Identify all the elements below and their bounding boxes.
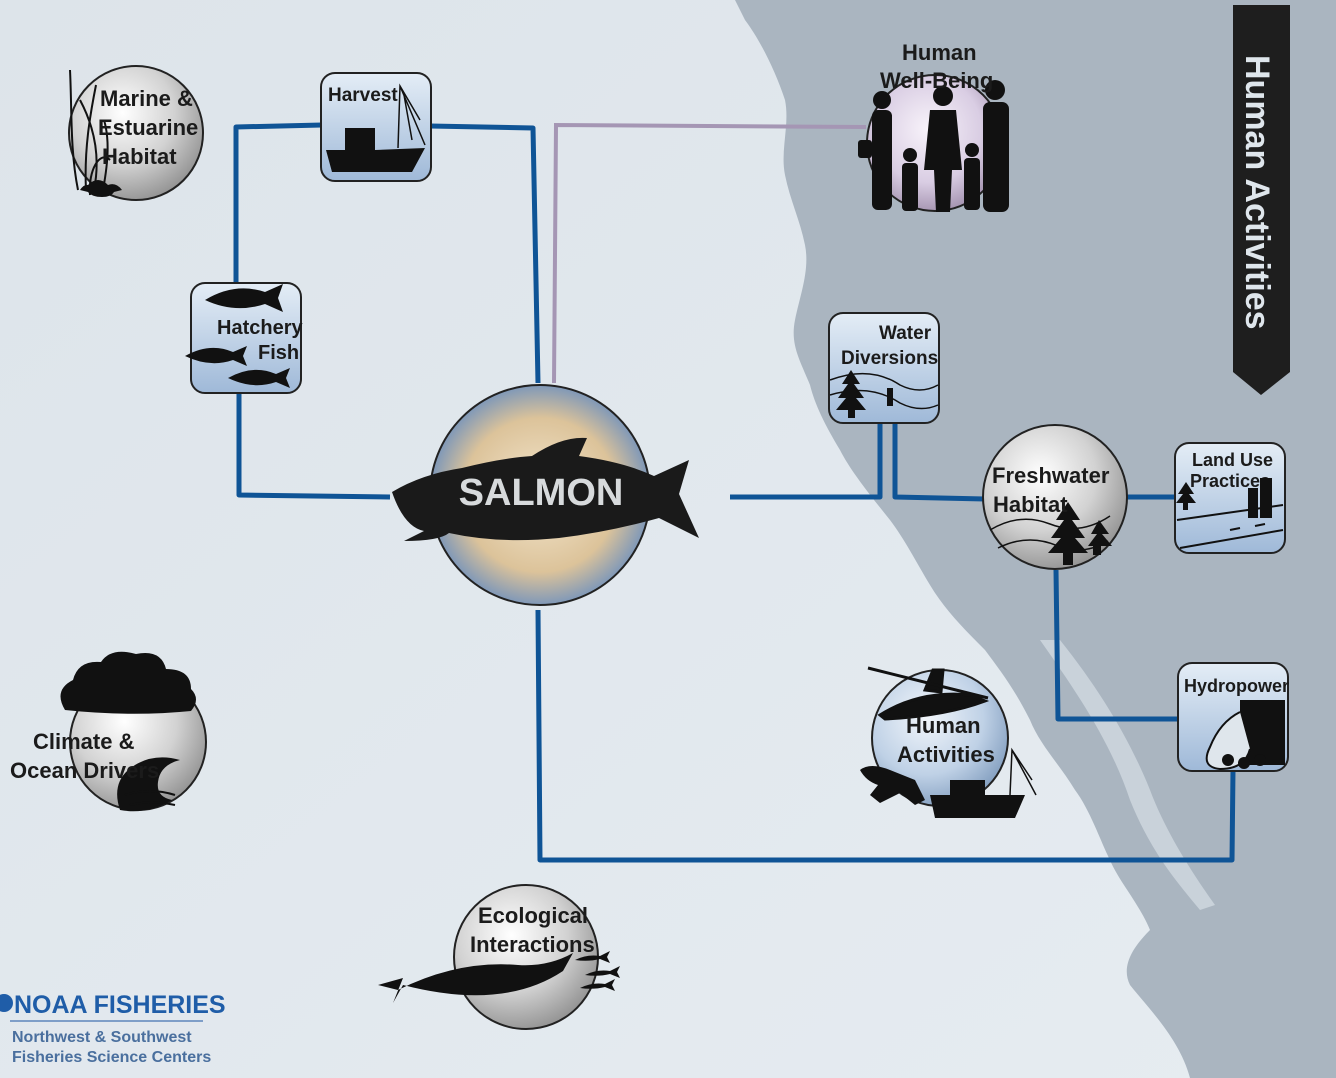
fish-icon xyxy=(205,284,283,312)
small-fish-icon xyxy=(585,966,620,978)
link-freshwater-hydropower xyxy=(1053,569,1178,722)
freshwater-label-2: Habitat xyxy=(993,492,1068,517)
fishing-boat-icon xyxy=(930,747,1037,818)
kayaker-icon xyxy=(867,666,990,721)
node-human-well-being[interactable]: Human Well-Being xyxy=(858,40,1009,212)
crab-icon xyxy=(80,180,122,197)
wave-icon xyxy=(117,757,180,812)
wellbeing-label-1: Human xyxy=(902,40,977,65)
diver-icon xyxy=(860,766,925,805)
node-human-activities[interactable]: Human Activities xyxy=(860,666,1037,818)
node-hatchery-fish[interactable]: Hatchery Fish xyxy=(185,282,303,394)
buildings-icon xyxy=(1260,478,1272,518)
landuse-label-2: Practices xyxy=(1190,471,1270,491)
link-water-freshwater xyxy=(892,422,986,502)
humanact-label-2: Activities xyxy=(897,742,995,767)
marine-label-3: Habitat xyxy=(102,144,177,169)
link-hatchery-salmon xyxy=(236,393,391,500)
side-banner-label: Human Activities xyxy=(1238,55,1276,330)
buildings-icon xyxy=(1248,488,1258,518)
logo-name: NOAA FISHERIES xyxy=(14,991,226,1019)
logo-line-1: Northwest & Southwest xyxy=(12,1029,192,1046)
node-salmon[interactable]: SALMON xyxy=(392,384,699,606)
predator-fish-icon xyxy=(378,953,573,1003)
family-icon xyxy=(858,80,1009,212)
eco-label-2: Interactions xyxy=(470,932,595,957)
hatchery-label-2: Fish xyxy=(258,342,299,364)
node-water-diversions[interactable]: Water Diversions xyxy=(828,312,940,424)
small-fish-icon xyxy=(575,951,610,963)
node-ecological-interactions[interactable]: Ecological Interactions xyxy=(378,884,620,1030)
marine-label-2: Estuarine xyxy=(98,115,198,140)
humanact-label-1: Human xyxy=(906,713,981,738)
wave-icon xyxy=(124,790,176,806)
node-land-use-practices[interactable]: Land Use Practices xyxy=(1174,442,1286,554)
gate-icon xyxy=(887,388,893,406)
link-salmon-water xyxy=(730,422,883,500)
water-label-1: Water xyxy=(879,323,932,344)
storm-cloud-icon xyxy=(60,651,196,714)
climate-label-1: Climate & xyxy=(33,729,135,754)
fish-icon xyxy=(228,368,290,388)
fishing-boat-icon xyxy=(326,83,426,172)
fish-icon xyxy=(185,346,247,366)
climate-label-2: Ocean Drivers xyxy=(10,758,159,783)
landuse-label-1: Land Use xyxy=(1192,450,1273,470)
link-salmon-wellbeing xyxy=(552,122,867,384)
eco-label-1: Ecological xyxy=(478,903,588,928)
node-hydropower[interactable]: Hydropower xyxy=(1177,662,1289,772)
node-climate-ocean-drivers[interactable]: Climate & Ocean Drivers xyxy=(10,651,207,812)
tree-icon xyxy=(1048,502,1088,565)
node-harvest[interactable]: Harvest xyxy=(320,72,432,182)
node-freshwater-habitat[interactable]: Freshwater Habitat xyxy=(982,424,1128,570)
tree-icon xyxy=(836,370,866,418)
logo-line-2: Fisheries Science Centers xyxy=(12,1049,211,1066)
noaa-emblem-icon xyxy=(0,994,13,1012)
noaa-fisheries-logo: NOAA FISHERIES Northwest & Southwest Fis… xyxy=(0,991,226,1066)
link-salmon-hydropower xyxy=(535,609,1236,863)
wellbeing-label-2: Well-Being xyxy=(880,68,993,93)
hatchery-label-1: Hatchery xyxy=(217,317,303,339)
tree-icon xyxy=(1088,520,1112,555)
island-strip xyxy=(1040,640,1215,910)
link-harvest-salmon xyxy=(429,123,541,384)
freshwater-label-1: Freshwater xyxy=(992,463,1110,488)
salmon-fish-icon xyxy=(392,437,699,541)
tree-icon xyxy=(1176,482,1196,510)
side-banner: Human Activities xyxy=(1233,5,1290,395)
water-label-2: Diversions xyxy=(841,348,938,369)
small-fish-icon xyxy=(580,979,615,991)
dashed-lane-icon xyxy=(1229,523,1266,531)
marine-label-1: Marine & xyxy=(100,86,193,111)
link-lines xyxy=(233,122,1236,863)
node-marine-estuarine-habitat[interactable]: Marine & Estuarine Habitat xyxy=(68,65,204,201)
link-harvest-hatchery xyxy=(233,122,323,283)
harvest-label: Harvest xyxy=(328,85,398,106)
salmon-label: SALMON xyxy=(459,472,624,514)
dam-waterfall-icon xyxy=(1205,700,1285,771)
hydropower-label: Hydropower xyxy=(1184,676,1289,696)
